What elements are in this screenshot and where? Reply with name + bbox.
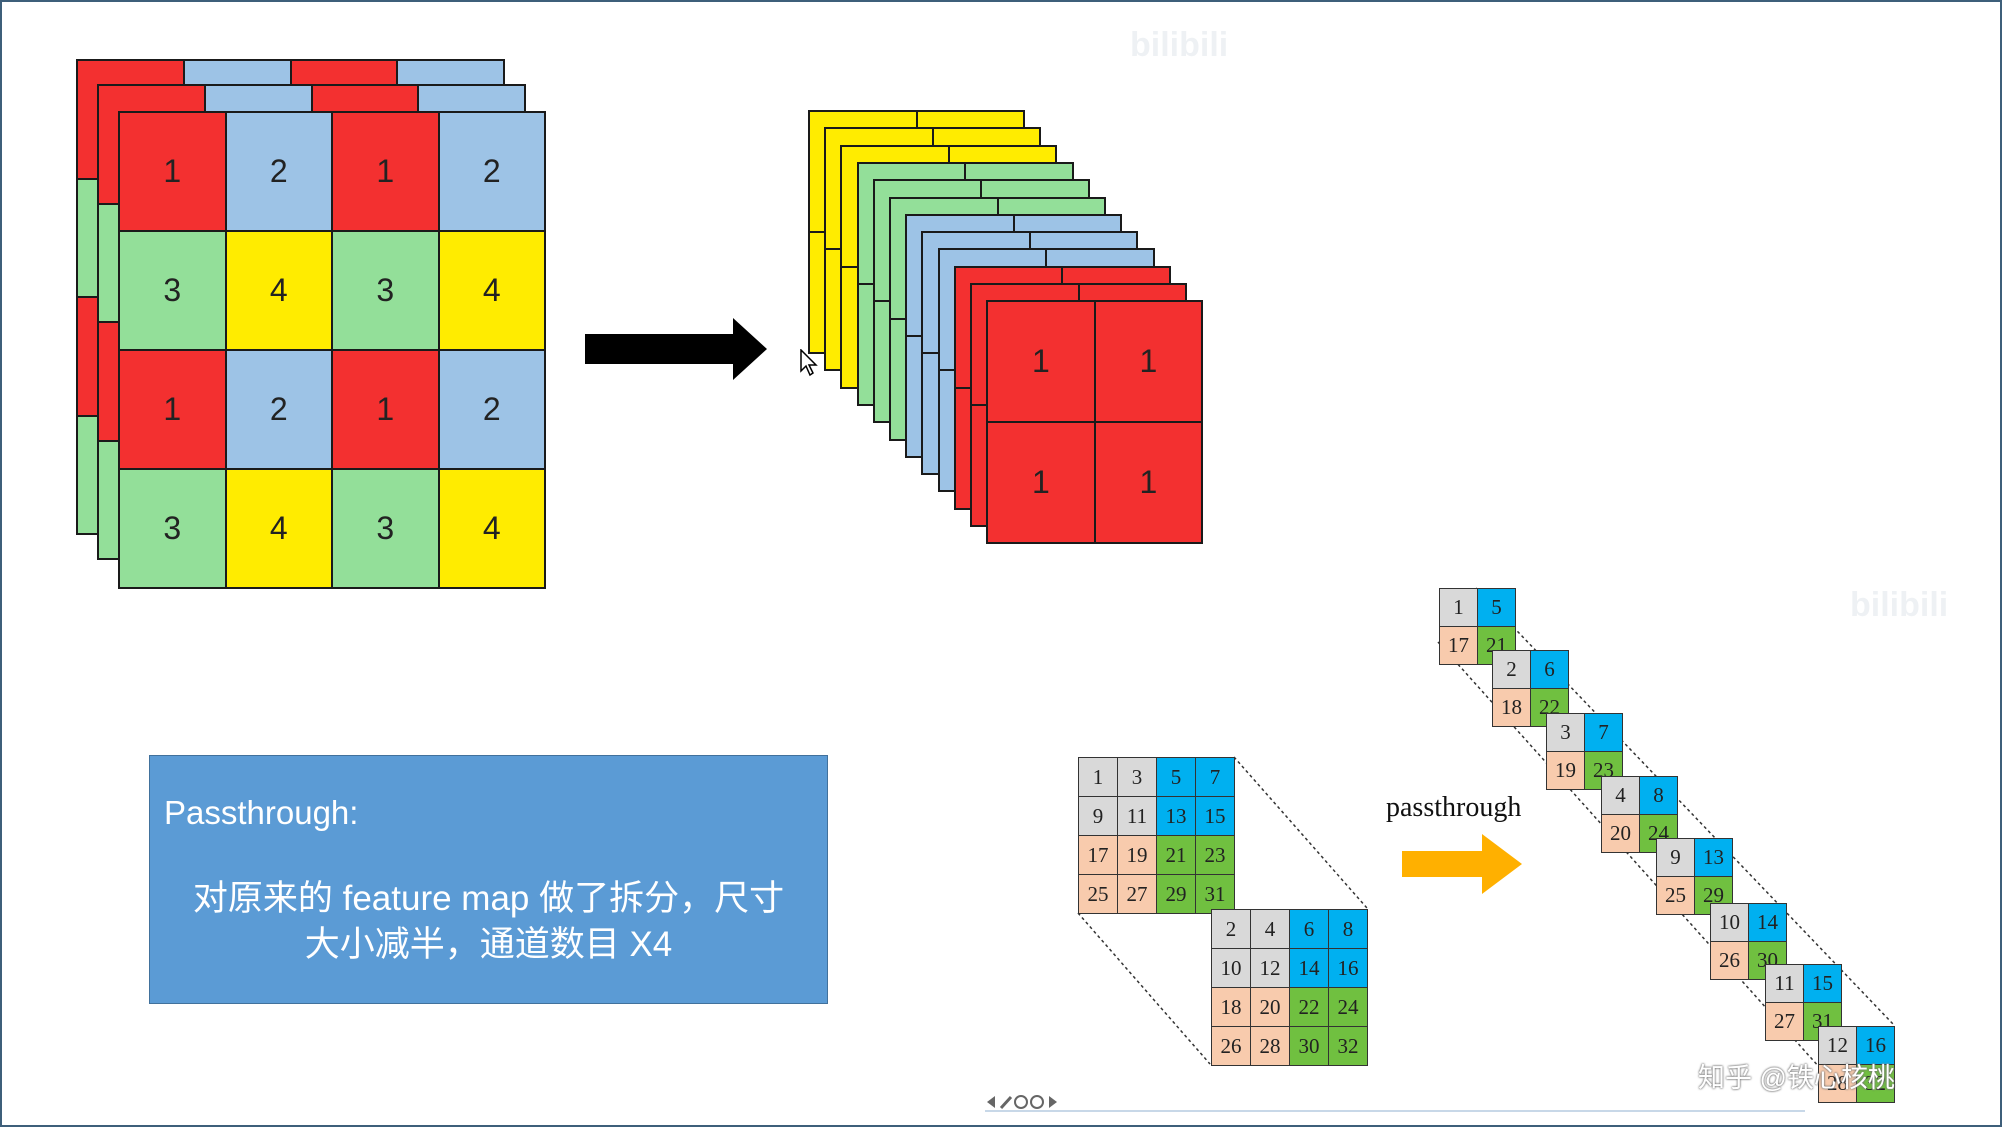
grid-cell: 1 [331, 349, 440, 470]
zoom-icon[interactable] [1014, 1095, 1028, 1109]
source-cell: 6 [1289, 909, 1329, 949]
split-cell: 16 [1856, 1026, 1895, 1065]
source-cell: 7 [1195, 757, 1235, 797]
description-title: Passthrough: [164, 794, 359, 831]
source-cell: 24 [1328, 987, 1368, 1027]
description-line-1: 对原来的 feature map 做了拆分，尺寸 [192, 879, 785, 918]
output-cell: 1 [1093, 421, 1204, 545]
source-cell: 29 [1156, 874, 1196, 914]
source-cell: 17 [1078, 835, 1118, 875]
split-cell: 27 [1765, 1002, 1804, 1041]
split-cell: 14 [1748, 903, 1787, 942]
grid-cell: 4 [437, 230, 546, 351]
grid-cell: 2 [224, 349, 333, 470]
split-cell: 9 [1656, 838, 1695, 877]
split-cell: 8 [1639, 776, 1678, 815]
source-cell: 2 [1211, 909, 1251, 949]
split-cell: 28 [1818, 1064, 1857, 1103]
split-cell: 6 [1530, 650, 1569, 689]
output-cell: 1 [1093, 300, 1204, 424]
slideshow-toolbar[interactable] [985, 1093, 1065, 1111]
output-cell: 1 [986, 421, 1096, 545]
next-slide-icon[interactable] [1049, 1096, 1057, 1108]
description-line-2: 大小减半，通道数目 X4 [304, 925, 673, 964]
split-cell: 3 [1546, 713, 1585, 752]
split-cell: 1 [1439, 588, 1478, 627]
zhihu-credit: 知乎 @铁心核桃 [1698, 1063, 1895, 1093]
grid-cell: 3 [118, 468, 227, 589]
split-cell: 2 [1492, 650, 1531, 689]
source-cell: 9 [1078, 796, 1118, 836]
source-cell: 5 [1156, 757, 1196, 797]
grid-cell: 3 [331, 230, 440, 351]
source-cell: 23 [1195, 835, 1235, 875]
split-cell: 26 [1710, 941, 1749, 980]
grid-cell: 2 [437, 111, 546, 232]
split-cell: 20 [1601, 814, 1640, 853]
grid-cell: 3 [118, 230, 227, 351]
split-cell: 11 [1765, 964, 1804, 1003]
source-cell: 20 [1250, 987, 1290, 1027]
source-cell: 13 [1156, 796, 1196, 836]
split-cell: 18 [1492, 688, 1531, 727]
menu-icon[interactable] [1030, 1095, 1044, 1109]
source-cell: 4 [1250, 909, 1290, 949]
orange-arrow-icon [1402, 834, 1522, 894]
passthrough-label: passthrough [1386, 792, 1522, 823]
source-cell: 15 [1195, 796, 1235, 836]
source-cell: 21 [1156, 835, 1196, 875]
split-cell: 19 [1546, 751, 1585, 790]
output-cell: 1 [986, 300, 1096, 424]
right-arrow-icon [585, 318, 767, 380]
mouse-cursor-icon [800, 349, 818, 377]
source-cell: 8 [1328, 909, 1368, 949]
split-cell: 13 [1694, 838, 1733, 877]
progress-line [985, 1110, 1805, 1112]
source-cell: 19 [1117, 835, 1157, 875]
source-cell: 28 [1250, 1026, 1290, 1066]
source-cell: 26 [1211, 1026, 1251, 1066]
source-cell: 18 [1211, 987, 1251, 1027]
grid-cell: 2 [437, 349, 546, 470]
split-cell: 17 [1439, 626, 1478, 665]
source-cell: 12 [1250, 948, 1290, 988]
source-cell: 14 [1289, 948, 1329, 988]
source-cell: 11 [1117, 796, 1157, 836]
grid-cell: 4 [224, 468, 333, 589]
source-cell: 30 [1289, 1026, 1329, 1066]
source-cell: 31 [1195, 874, 1235, 914]
grid-cell: 4 [224, 230, 333, 351]
split-cell: 7 [1584, 713, 1623, 752]
grid-cell: 2 [224, 111, 333, 232]
split-cell: 10 [1710, 903, 1749, 942]
split-cell: 32 [1856, 1064, 1895, 1103]
source-cell: 1 [1078, 757, 1118, 797]
bilibili-watermark-2: bilibili [1850, 586, 1949, 624]
grid-cell: 3 [331, 468, 440, 589]
grid-cell: 4 [437, 468, 546, 589]
source-cell: 16 [1328, 948, 1368, 988]
source-cell: 3 [1117, 757, 1157, 797]
split-cell: 5 [1477, 588, 1516, 627]
source-cell: 27 [1117, 874, 1157, 914]
prev-slide-icon[interactable] [987, 1096, 995, 1108]
source-cell: 22 [1289, 987, 1329, 1027]
source-cell: 32 [1328, 1026, 1368, 1066]
source-cell: 25 [1078, 874, 1118, 914]
passthrough-description-box: Passthrough: 对原来的 feature map 做了拆分，尺寸 大小… [149, 755, 828, 1004]
bilibili-watermark: bilibili [1130, 26, 1229, 64]
source-cell: 10 [1211, 948, 1251, 988]
split-cell: 15 [1803, 964, 1842, 1003]
split-cell: 4 [1601, 776, 1640, 815]
split-cell: 25 [1656, 876, 1695, 915]
description-body: 对原来的 feature map 做了拆分，尺寸 大小减半，通道数目 X4 [150, 876, 827, 968]
pen-icon[interactable] [999, 1095, 1013, 1110]
